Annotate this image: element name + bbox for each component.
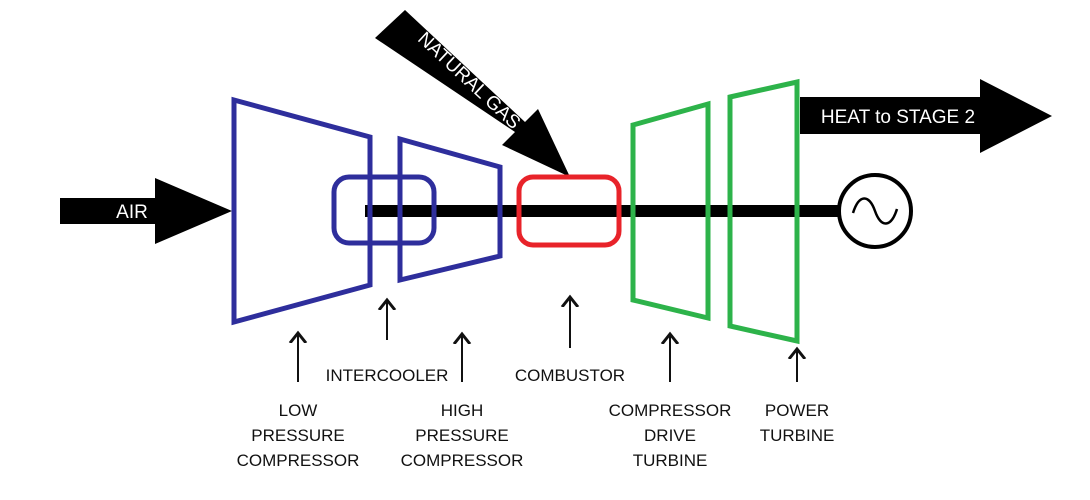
power-turbine-label-line-2: TURBINE [760,426,835,445]
compressor-drive-turbine [630,100,711,322]
heat-label: HEAT to STAGE 2 [821,107,975,128]
high-pressure-compressor-label-line-1: HIGH [441,401,484,420]
compressor-drive-turbine-label-line-1: COMPRESSOR [609,401,732,420]
power-turbine [727,78,800,345]
combustor-label: COMBUSTOR [515,366,625,385]
intercooler [331,174,437,246]
low-pressure-compressor [231,96,373,326]
intercooler-label: INTERCOOLER [326,366,449,385]
air-label: AIR [116,202,148,223]
high-pressure-compressor-label-line-3: COMPRESSOR [401,451,524,470]
high-pressure-compressor [397,135,503,284]
power-turbine-label-line-1: POWER [765,401,829,420]
component-labels: INTERCOOLER COMBUSTOR LOW PRESSURE COMPR… [237,366,835,470]
pointer-arrows [298,297,797,382]
compressor-drive-turbine-label-line-3: TURBINE [633,451,708,470]
high-pressure-compressor-label-line-2: PRESSURE [415,426,509,445]
generator-icon [837,173,913,249]
natural-gas-label: NATURAL GAS [413,28,524,133]
low-pressure-compressor-label-line-1: LOW [279,401,318,420]
combustor [516,174,622,248]
low-pressure-compressor-label-line-2: PRESSURE [251,426,345,445]
heat-arrow: HEAT to STAGE 2 [800,79,1052,153]
compressor-drive-turbine-label-line-2: DRIVE [644,426,696,445]
natural-gas-arrow: NATURAL GAS [375,10,570,177]
low-pressure-compressor-label-line-3: COMPRESSOR [237,451,360,470]
air-arrow: AIR [60,178,232,244]
